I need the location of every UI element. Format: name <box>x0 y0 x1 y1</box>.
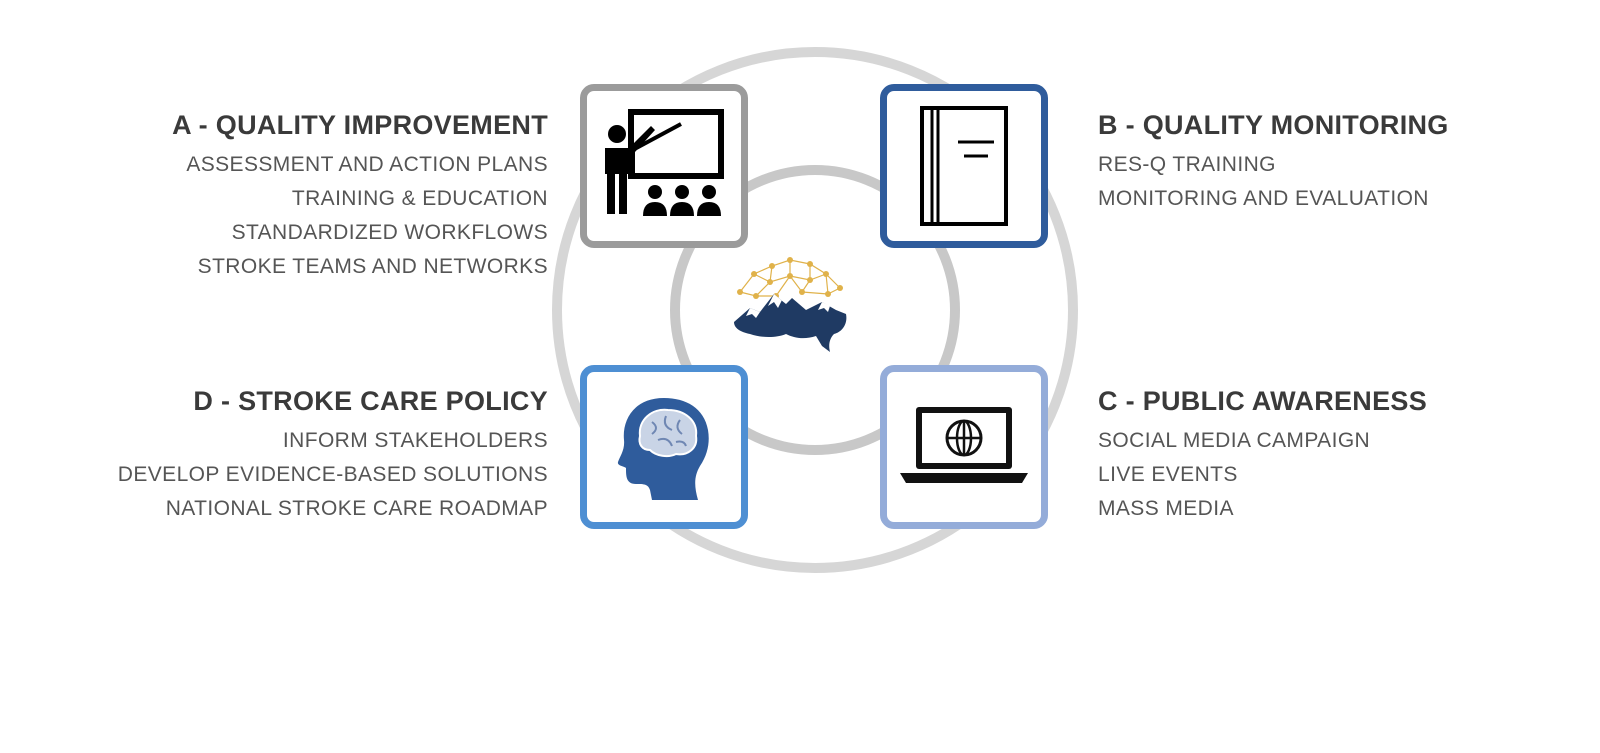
stroke-care-policy-item: NATIONAL STROKE CARE ROADMAP <box>165 497 548 520</box>
stroke-care-policy-item: DEVELOP EVIDENCE-BASED SOLUTIONS <box>117 463 548 486</box>
stroke-care-policy-item: INFORM STAKEHOLDERS <box>282 429 548 452</box>
public-awareness-box <box>880 365 1048 529</box>
quality-monitoring-text: B - QUALITY MONITORING RES-Q TRAINING MO… <box>1098 108 1449 216</box>
teacher-presentation-icon <box>605 109 724 216</box>
quality-improvement-item: TRAINING & EDUCATION <box>291 187 548 210</box>
book-icon <box>920 106 1008 226</box>
public-awareness-item: MASS MEDIA <box>1098 497 1234 520</box>
quality-monitoring-item: RES-Q TRAINING <box>1098 153 1276 176</box>
quality-improvement-item: ASSESSMENT AND ACTION PLANS <box>186 153 548 176</box>
quality-improvement-item: STROKE TEAMS AND NETWORKS <box>197 255 548 278</box>
stroke-care-policy-heading: D - STROKE CARE POLICY <box>193 386 548 416</box>
public-awareness-item: SOCIAL MEDIA CAMPAIGN <box>1098 429 1371 452</box>
quality-improvement-text: A - QUALITY IMPROVEMENT ASSESSMENT AND A… <box>172 108 548 284</box>
head-brain-icon <box>617 398 709 500</box>
quality-monitoring-item: MONITORING AND EVALUATION <box>1098 187 1429 210</box>
stroke-care-policy-text: D - STROKE CARE POLICY INFORM STAKEHOLDE… <box>118 384 548 526</box>
quality-improvement-heading: A - QUALITY IMPROVEMENT <box>172 110 548 140</box>
public-awareness-item: LIVE EVENTS <box>1098 463 1238 486</box>
laptop-globe-icon <box>900 407 1028 483</box>
public-awareness-text: C - PUBLIC AWARENESS SOCIAL MEDIA CAMPAI… <box>1098 384 1427 526</box>
quality-monitoring-box <box>880 84 1048 248</box>
quality-improvement-box <box>580 84 748 248</box>
quality-improvement-item: STANDARDIZED WORKFLOWS <box>231 221 548 244</box>
brain-mountain-logo <box>734 257 847 352</box>
public-awareness-heading: C - PUBLIC AWARENESS <box>1098 386 1428 416</box>
quality-monitoring-heading: B - QUALITY MONITORING <box>1098 110 1449 140</box>
stroke-care-policy-box <box>580 365 748 529</box>
inner-ring <box>670 165 960 455</box>
outer-ring <box>552 47 1078 573</box>
